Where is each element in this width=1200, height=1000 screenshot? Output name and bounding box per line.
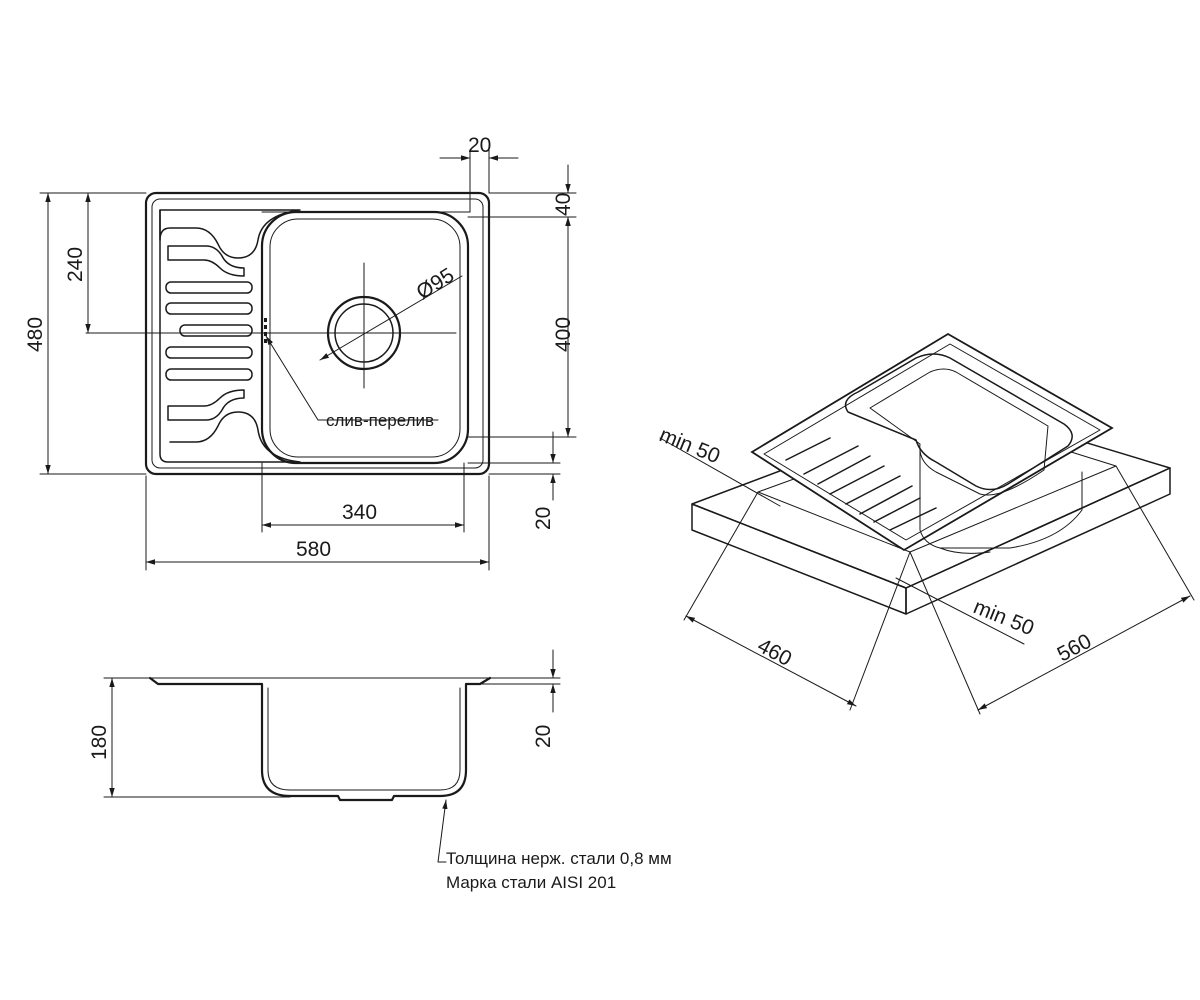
top-view: Ø95 слив-перелив 580 340 480 240 20 xyxy=(24,134,577,571)
dim-min-left: min 50 xyxy=(656,423,723,468)
dim-width-total: 580 xyxy=(296,538,331,561)
section-bowl-inner xyxy=(267,687,461,791)
dim-side-margin: 20 xyxy=(468,134,491,157)
dim-bottom-margin: 20 xyxy=(532,507,555,530)
dim-depth: 180 xyxy=(88,725,111,760)
overflow-leader xyxy=(265,335,439,421)
install-bowl-below xyxy=(919,449,1083,549)
min-left-leader xyxy=(659,437,781,507)
diameter-leader xyxy=(319,275,463,361)
overflow-label: слив-перелив xyxy=(326,411,434,430)
install-bowl-bottom xyxy=(939,547,991,554)
dim-bowl-width: 340 xyxy=(342,501,377,524)
install-view: min 50 min 50 460 560 xyxy=(656,332,1195,715)
note-thickness: Толщина нерж. стали 0,8 мм xyxy=(446,849,672,868)
overflow-slots xyxy=(264,318,267,343)
dim-cutout-depth: 460 xyxy=(754,634,796,671)
dim-line-cutout-depth xyxy=(685,615,857,707)
sink-rim-outer xyxy=(750,332,1114,552)
drain-diameter-label: Ø95 xyxy=(412,264,458,305)
dim-top-margin: 40 xyxy=(552,193,575,216)
drainboard-bottom-curve xyxy=(159,209,301,463)
extension-line xyxy=(909,551,981,715)
dim-height-total: 480 xyxy=(24,317,47,352)
dim-line-cutout-width xyxy=(977,595,1191,711)
sink-rim-inner xyxy=(763,343,1101,541)
extension-line xyxy=(849,551,911,711)
section-profile xyxy=(148,676,492,802)
extension-line xyxy=(683,491,759,621)
install-drainboard-ribs xyxy=(785,437,937,531)
dim-flange: 20 xyxy=(532,725,555,748)
extension-line xyxy=(1115,465,1195,601)
drainboard-ribs xyxy=(165,245,253,421)
note-steel-grade: Марка стали AISI 201 xyxy=(446,873,616,892)
section-view: 180 20 Толщина нерж. стали 0,8 мм Марка … xyxy=(88,649,672,892)
dim-cutout-width: 560 xyxy=(1054,630,1096,667)
install-bowl-outline xyxy=(844,353,1073,491)
drainboard-top-curve xyxy=(159,209,301,259)
install-bowl-inner xyxy=(869,368,1049,496)
dim-bowl-height: 400 xyxy=(552,317,575,352)
thickness-leader xyxy=(437,799,448,863)
dim-center-offset: 240 xyxy=(64,247,87,282)
